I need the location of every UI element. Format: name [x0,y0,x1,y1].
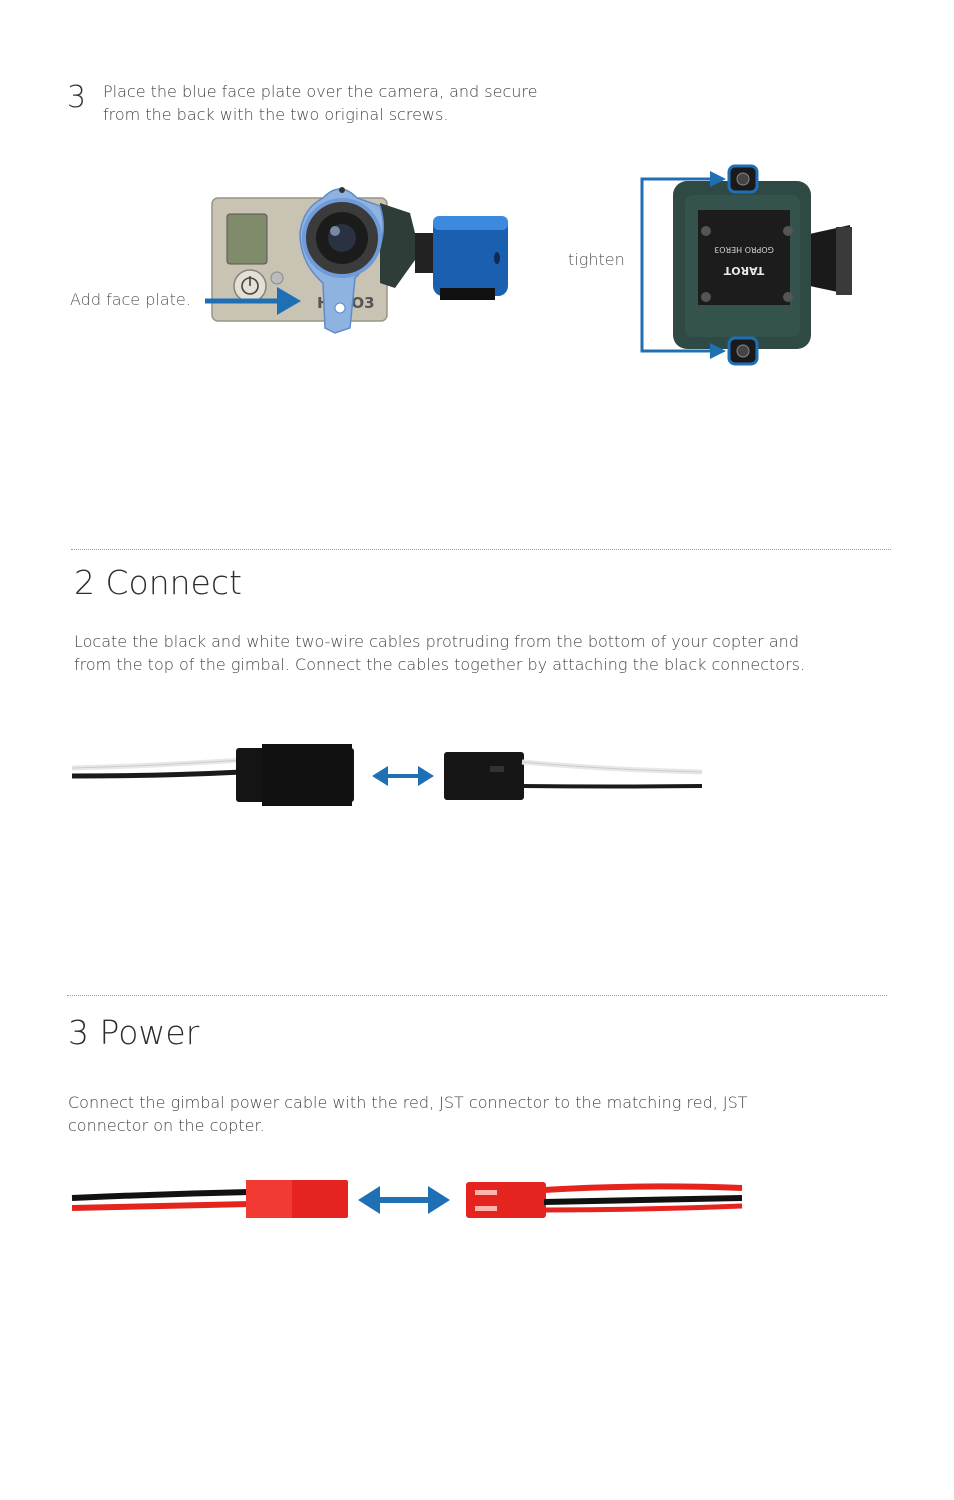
section-divider [71,549,891,550]
section-title-power: 3 Power [68,1013,200,1052]
mount-text-2: TAROT [723,264,764,277]
step-number: 3 [67,80,87,115]
arrow-right-icon [205,287,301,315]
power-instructions: Connect the gimbal power cable with the … [68,1093,748,1135]
tighten-label: tighten [568,250,625,269]
step-instructions: Place the blue face plate over the camer… [103,82,538,124]
camera-gimbal-image: HERO3 [211,187,508,334]
connect-instructions: Locate the black and white two-wire cabl… [74,632,806,674]
section-divider [67,995,887,996]
section-title-connect: 2 Connect [74,563,242,602]
signal-cable-image [71,744,703,806]
faceplate-label: Add face plate. [70,290,191,309]
mount-back-image: GOPRO HERO3 TAROT [640,164,852,366]
power-cable-image [71,1180,743,1218]
mount-text-1: GOPRO HERO3 [714,245,774,254]
